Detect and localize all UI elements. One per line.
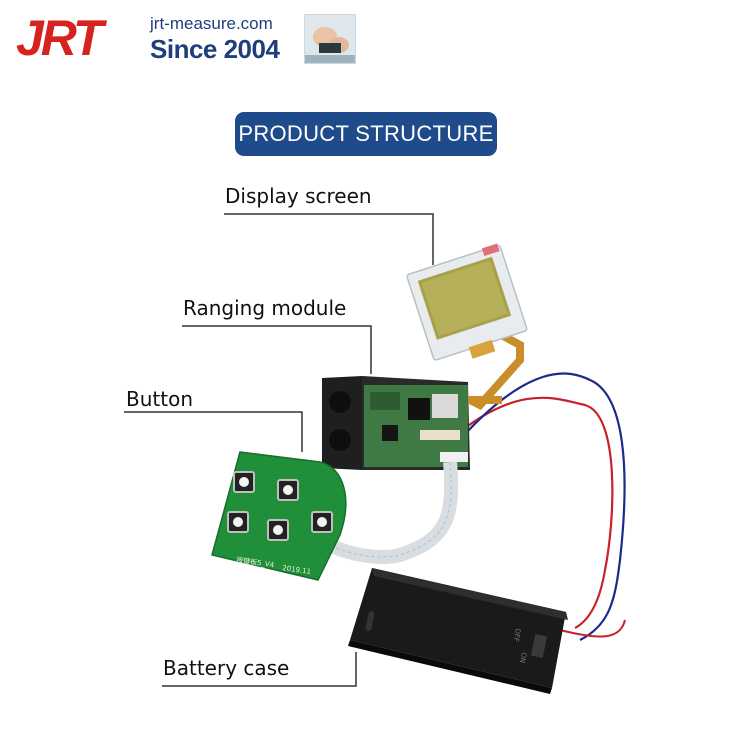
label-button: Button <box>126 387 193 411</box>
ranging-module <box>322 376 502 470</box>
blue-wire <box>454 372 626 641</box>
leader-battery-case <box>162 652 357 687</box>
header-photo <box>304 14 356 64</box>
leader-lines <box>124 213 434 687</box>
leader-display-screen <box>224 213 434 265</box>
label-battery-case: Battery case <box>163 656 290 680</box>
switch-on-label: ON <box>518 652 528 664</box>
red-wire <box>449 396 614 629</box>
page-title: PRODUCT STRUCTURE <box>238 121 494 146</box>
battery-case: OFF ON <box>348 568 568 694</box>
label-display-screen: Display screen <box>225 184 372 208</box>
logo-text: JRT <box>16 10 104 66</box>
display-screen <box>406 243 528 361</box>
leader-button <box>124 411 303 452</box>
website-url: jrt-measure.com <box>150 14 273 33</box>
leader-ranging-module <box>182 325 372 374</box>
red-wire-end <box>559 619 626 638</box>
board-date: 2019.11 <box>282 564 312 576</box>
switch-off-label: OFF <box>512 628 522 643</box>
tagline: Since 2004 <box>150 34 280 64</box>
label-ranging-module: Ranging module <box>183 296 347 320</box>
title-badge: PRODUCT STRUCTURE <box>235 112 497 156</box>
ribbon-cable <box>326 461 459 564</box>
button-board: 按键板5_V4 2019.11 <box>211 451 347 581</box>
